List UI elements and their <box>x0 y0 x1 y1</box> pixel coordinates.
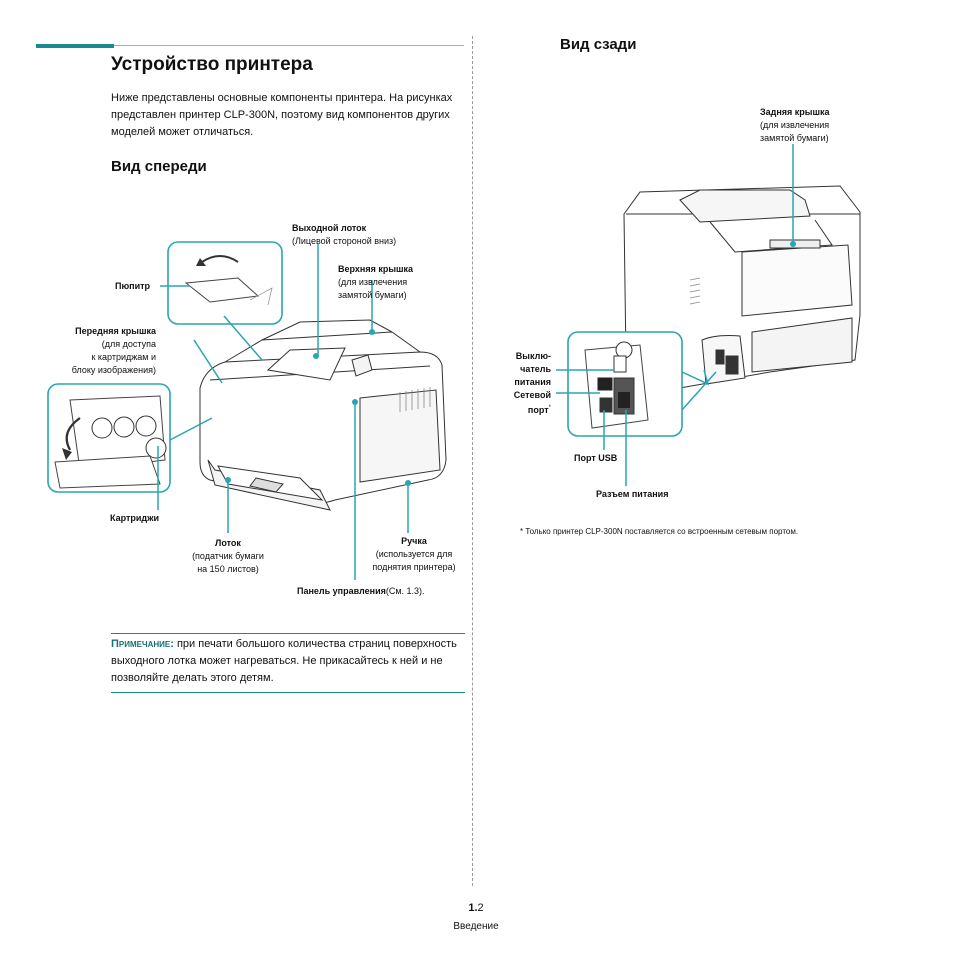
label-top-cover: Верхняя крышка (для извлечения замятой б… <box>338 264 414 300</box>
label-front-cover: Передняя крышка (для доступа к картриджа… <box>71 326 156 375</box>
ports-inset <box>567 331 683 437</box>
note-text: при печати большого количества страниц п… <box>111 638 457 684</box>
label-tray: Лоток (податчик бумаги на 150 листов) <box>192 538 264 574</box>
label-cartridges: Картриджи <box>110 513 160 523</box>
header-rule <box>114 45 464 46</box>
intro-paragraph: Ниже представлены основные компоненты пр… <box>111 92 453 138</box>
footer-section: Введение <box>453 921 499 932</box>
rear-printer-illustration <box>623 185 861 389</box>
label-network-port: Сетевой порт* <box>513 390 551 415</box>
footnote: * Только принтер CLP-300N поставляется с… <box>520 527 799 536</box>
page-title: Устройство принтера <box>111 54 313 75</box>
column-divider <box>472 36 473 886</box>
label-control-panel: Панель управления(См. 1.3). <box>297 586 425 596</box>
front-leader-lines <box>157 244 409 580</box>
front-printer-illustration <box>199 319 447 511</box>
label-rear-cover: Задняя крышка (для извлечения замятой бу… <box>760 107 830 143</box>
front-leader-dots <box>225 329 411 486</box>
label-output-tray: Выходной лоток (Лицевой стороной вниз) <box>292 223 397 246</box>
label-power-switch: Выклю- чатель питания <box>514 351 551 387</box>
stand-inset <box>167 241 283 325</box>
cartridges-inset <box>47 383 171 493</box>
label-usb-port: Порт USB <box>574 453 618 463</box>
header-accent-bar <box>36 44 114 48</box>
note-label: Примечание: <box>111 638 174 650</box>
note-box: Примечание: при печати большого количест… <box>111 633 465 693</box>
rear-view-heading: Вид сзади <box>560 36 637 53</box>
label-handle: Ручка (используется для поднятия принтер… <box>372 536 456 572</box>
label-stand: Пюпитр <box>115 281 151 291</box>
rear-leader-dots <box>790 241 796 247</box>
rear-leader-lines <box>556 144 794 486</box>
front-view-heading: Вид спереди <box>111 158 207 175</box>
label-power-connector: Разъем питания <box>596 489 669 499</box>
page-number: 1.2 <box>468 902 484 914</box>
